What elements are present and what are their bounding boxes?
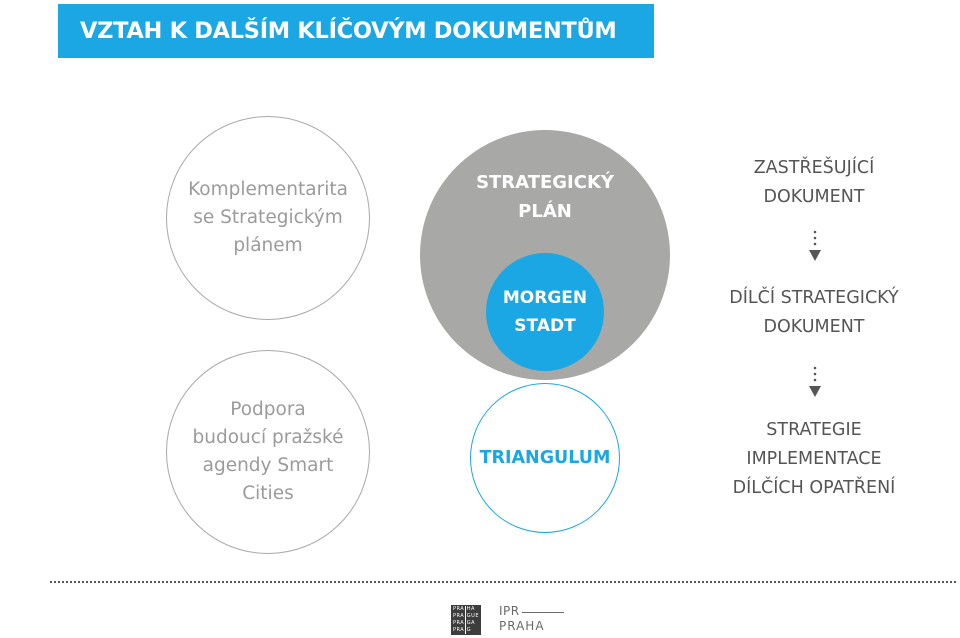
- praha-logo: PRA HA PRA GUE PRA GA PRA G: [451, 605, 481, 635]
- triangulum-circle: TRIANGULUM: [470, 383, 620, 533]
- complementarity-label: Komplementarita se Strategickým plánem: [188, 179, 348, 256]
- morgen-stadt-label: MORGEN STADT: [502, 288, 588, 336]
- logo-text: HA: [464, 606, 479, 613]
- logo-text: GA: [464, 620, 479, 627]
- strategic-plan-label: STRATEGICKÝ PLÁN: [476, 172, 614, 222]
- page-title: VZTAH K DALŠÍM KLÍČOVÝM DOKUMENTŮM: [80, 18, 617, 44]
- footer-divider: [50, 581, 956, 583]
- hierarchy-level-1: ZASTŘEŠUJÍCÍ DOKUMENT: [753, 158, 875, 207]
- smart-cities-circle: Podpora budoucí pražské agendy Smart Cit…: [166, 350, 370, 554]
- logo-text: PRA: [453, 613, 465, 619]
- logo-text: PRA: [453, 627, 465, 633]
- triangulum-label: TRIANGULUM: [479, 448, 611, 468]
- logo-text: G: [464, 627, 479, 634]
- arrow-down-icon: [809, 230, 821, 261]
- morgen-stadt-circle: MORGEN STADT: [486, 253, 604, 371]
- ipr-logo-top: IPR: [499, 604, 520, 618]
- logo-text: PRA: [453, 606, 465, 612]
- logo-text: GUE: [464, 613, 479, 620]
- complementarity-circle: Komplementarita se Strategickým plánem: [166, 116, 370, 320]
- ipr-logo-line: [522, 612, 564, 613]
- hierarchy-level-2: DÍLČÍ STRATEGICKÝ DOKUMENT: [729, 288, 899, 337]
- arrow-down-icon: [809, 366, 821, 397]
- ipr-logo-bottom: PRAHA: [499, 619, 545, 633]
- title-banner: VZTAH K DALŠÍM KLÍČOVÝM DOKUMENTŮM: [58, 4, 654, 58]
- logo-text: PRA: [453, 620, 465, 626]
- smart-cities-label: Podpora budoucí pražské agendy Smart Cit…: [192, 399, 344, 504]
- hierarchy-level-3: STRATEGIE IMPLEMENTACE DÍLČÍCH OPATŘENÍ: [732, 420, 896, 498]
